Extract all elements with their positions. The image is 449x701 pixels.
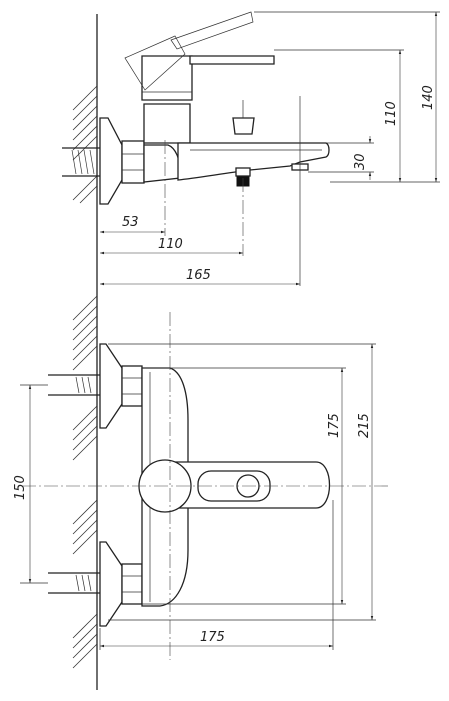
dim-175-horizontal: 175	[200, 630, 225, 645]
dim-110-vertical: 110	[384, 101, 399, 126]
wall	[72, 14, 98, 690]
wall-hatch-lower	[72, 295, 98, 669]
wall-hatch-upper	[72, 85, 98, 204]
dim-165: 165	[186, 268, 211, 283]
dim-140: 140	[421, 85, 436, 110]
dim-30: 30	[353, 153, 368, 170]
dim-175-vertical: 175	[327, 413, 342, 438]
side-view: 53 110 165 30 110 140	[62, 11, 440, 286]
dim-53: 53	[122, 215, 139, 230]
side-body-upper	[143, 103, 191, 144]
dim-215: 215	[357, 413, 372, 438]
dim-150: 150	[13, 475, 28, 500]
side-diverter-knob	[232, 100, 255, 135]
side-hex-nut	[121, 140, 145, 184]
front-inlet-lower	[48, 541, 143, 627]
front-view: 150 175 215 175	[13, 312, 390, 660]
side-cartridge	[141, 55, 193, 101]
dim-110-horizontal: 110	[158, 237, 183, 252]
side-faucet-body	[143, 144, 181, 183]
side-lever-ghost	[124, 11, 254, 91]
side-escutcheon	[99, 117, 123, 205]
side-lever-handle	[189, 55, 275, 65]
front-inlet-upper	[48, 343, 143, 429]
side-inlet-pipe	[62, 147, 100, 177]
side-spout	[177, 142, 330, 181]
